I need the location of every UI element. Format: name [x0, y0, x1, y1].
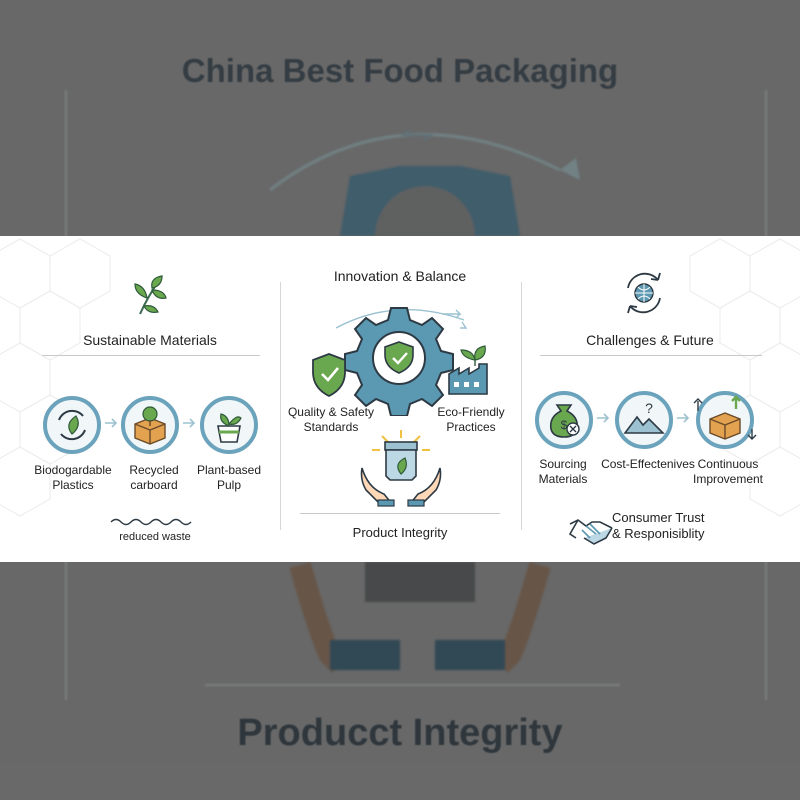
arrow-right-icon: [183, 418, 196, 428]
column-divider-left: [280, 282, 281, 530]
money-bag-icon: $: [535, 391, 593, 449]
reduced-waste-label: reduced waste: [119, 531, 191, 543]
leaf-branch-icon: [134, 275, 167, 315]
mountain-question-icon: ?: [615, 391, 673, 449]
arrow-right-icon: [105, 418, 118, 428]
arrow-right-icon: [597, 413, 610, 423]
biodegradable-plastics-label: Biodogardable Plastics: [34, 463, 112, 492]
hands-package-icon: [360, 430, 442, 507]
svg-text:?: ?: [645, 400, 653, 416]
eco-friendly-label: Eco-Friendly Practices: [437, 405, 505, 434]
quality-shield-icon: [312, 353, 346, 398]
column-divider-right: [521, 282, 522, 530]
gear-shield-icon: [335, 307, 468, 416]
hexagon-pattern: [0, 238, 800, 517]
recycled-box-icon: [121, 396, 179, 454]
sourcing-materials-label: Sourcing Materials: [538, 457, 588, 486]
plant-based-pulp-label: Plant-based Pulp: [196, 463, 262, 492]
background-title: China Best Food Packaging: [181, 52, 619, 89]
consumer-trust-label: Consumer Trust & Responisiblity: [612, 510, 705, 541]
quality-safety-label: Quality & Safety Standards: [287, 405, 375, 434]
product-integrity-label: Product Integrity: [352, 525, 448, 540]
center-footer-rule: [300, 513, 500, 514]
continuous-improvement-label: Continuous Improvement: [692, 457, 764, 486]
challenges-future-heading: Challenges & Future: [586, 332, 714, 348]
recycle-leaf-icon: [43, 396, 101, 454]
innovation-balance-heading: Innovation & Balance: [333, 268, 467, 284]
recycled-cardboard-label: Recycled carboard: [129, 463, 179, 492]
left-heading-rule: [42, 355, 260, 356]
arrow-right-icon: [677, 413, 690, 423]
svg-text:$: $: [561, 418, 568, 432]
plant-pot-icon: [200, 396, 258, 454]
cost-effectiveness-label: Cost-Effectenives: [601, 457, 695, 471]
wave-icon: [110, 518, 192, 526]
background-bottom-title: Producct Integrity: [237, 712, 563, 754]
right-heading-rule: [540, 355, 762, 356]
handshake-icon: [568, 519, 613, 545]
box-arrows-icon: [693, 391, 757, 449]
globe-cycle-icon: [627, 272, 661, 314]
sustainable-materials-heading: Sustainable Materials: [83, 332, 217, 348]
eco-factory-icon: [448, 345, 488, 395]
